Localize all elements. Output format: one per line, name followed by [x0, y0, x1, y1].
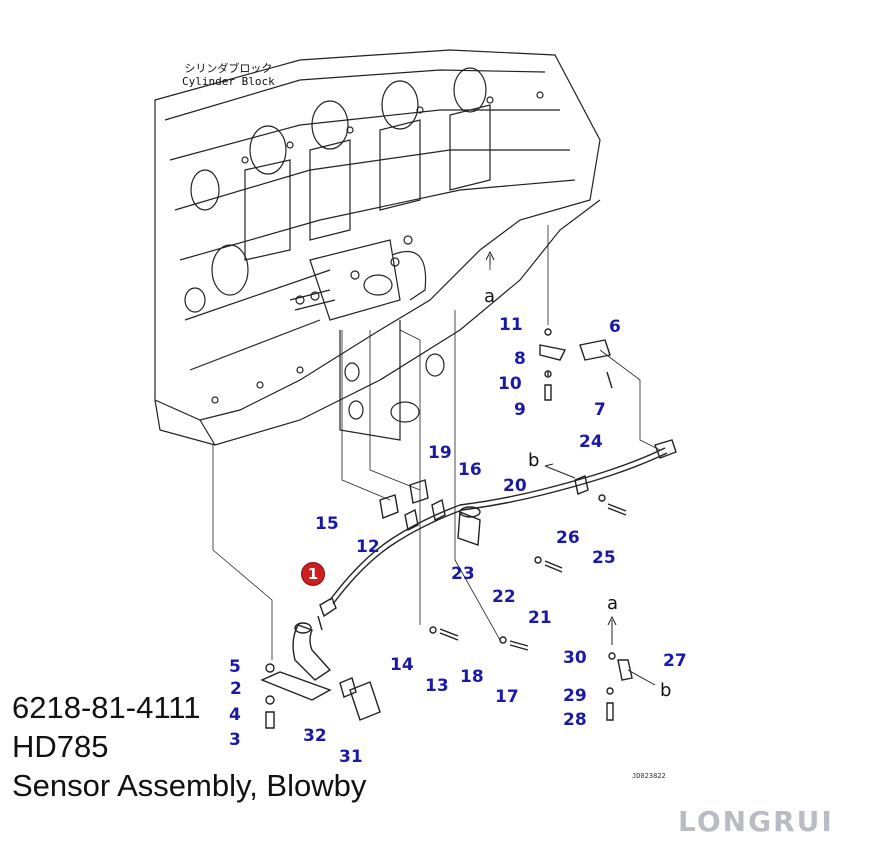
- callout-25: 25: [592, 548, 616, 568]
- callout-27: 27: [663, 651, 687, 671]
- main-callout-badge: 1: [301, 562, 325, 586]
- callout-2: 2: [230, 679, 242, 699]
- callout-9: 9: [514, 400, 526, 420]
- callout-7: 7: [594, 400, 606, 420]
- view-letter-b-bottom: b: [660, 680, 672, 701]
- callout-15: 15: [315, 514, 339, 534]
- view-letter-a-top: a: [484, 286, 496, 307]
- brand-logo: LONGRUI: [678, 805, 834, 838]
- view-letter-a-bottom: a: [607, 593, 619, 614]
- cylinder-block: [154, 49, 601, 446]
- callout-14: 14: [390, 655, 414, 675]
- callout-6: 6: [609, 317, 621, 337]
- block-label-jp: シリンダブロック: [184, 62, 273, 75]
- sensor-harness: [260, 328, 677, 729]
- callout-31: 31: [339, 747, 363, 767]
- callout-28: 28: [563, 710, 587, 730]
- block-label: シリンダブロック Cylinder Block: [182, 62, 275, 88]
- block-label-en: Cylinder Block: [182, 75, 275, 88]
- callout-20: 20: [503, 476, 527, 496]
- part-number: 6218-81-4111: [12, 690, 201, 725]
- callout-26: 26: [556, 528, 580, 548]
- callout-32: 32: [303, 726, 327, 746]
- callout-16: 16: [458, 460, 482, 480]
- callout-22: 22: [492, 587, 516, 607]
- callout-11: 11: [499, 315, 523, 335]
- drawing-ref-code: JD023822: [632, 772, 666, 780]
- callout-3: 3: [229, 730, 241, 750]
- callout-23: 23: [451, 564, 475, 584]
- callout-4: 4: [229, 705, 241, 725]
- callout-12: 12: [356, 537, 380, 557]
- callout-29: 29: [563, 686, 587, 706]
- callout-17: 17: [495, 687, 519, 707]
- callout-21: 21: [528, 608, 552, 628]
- callout-18: 18: [460, 667, 484, 687]
- part-description: Sensor Assembly, Blowby: [12, 768, 367, 803]
- view-letter-b-top: b: [528, 450, 540, 471]
- callout-10: 10: [498, 374, 522, 394]
- callout-19: 19: [428, 443, 452, 463]
- callout-24: 24: [579, 432, 603, 452]
- callout-8: 8: [514, 349, 526, 369]
- callout-30: 30: [563, 648, 587, 668]
- model-name: HD785: [12, 729, 109, 764]
- title-block: 6218-81-4111 HD785 Sensor Assembly, Blow…: [12, 688, 366, 805]
- view-arrows: [485, 250, 656, 686]
- callout-13: 13: [425, 676, 449, 696]
- callout-5: 5: [229, 657, 241, 677]
